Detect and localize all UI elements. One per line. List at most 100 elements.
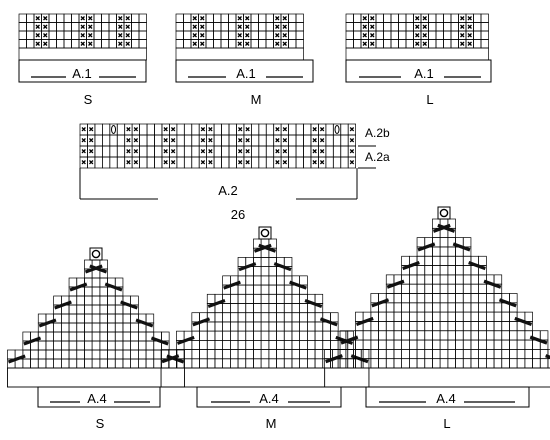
grid-cell <box>91 349 101 360</box>
grid-cell <box>265 123 275 136</box>
grid-cell <box>109 156 118 169</box>
grid-cell <box>283 312 293 323</box>
grid-cell <box>288 30 297 40</box>
grid-cell <box>99 322 108 333</box>
grid-cell <box>493 349 503 360</box>
grid-cell <box>183 349 193 360</box>
grid-cell <box>428 13 437 23</box>
grid-cell <box>299 275 308 286</box>
grid-cell <box>116 134 126 147</box>
grid-cell <box>68 313 78 324</box>
grid-cell <box>432 274 441 285</box>
grid-cell <box>91 358 101 369</box>
grid-cell <box>48 22 57 32</box>
grid-cell <box>393 321 403 332</box>
grid-cell <box>295 123 304 136</box>
grid-cell <box>251 156 260 169</box>
grid-cell <box>276 321 285 332</box>
grid-cell <box>439 274 449 285</box>
a4-label-s: A.4 <box>87 391 107 406</box>
grid-cell <box>251 145 260 158</box>
base-row <box>6 367 186 388</box>
grid-cell <box>509 330 518 341</box>
grid-cell <box>447 321 456 332</box>
grid-cell <box>253 284 262 295</box>
grid-cell <box>183 358 193 369</box>
grid-cell <box>183 39 192 49</box>
grid-cell <box>501 349 510 360</box>
grid-cell <box>60 331 70 342</box>
grid-cell <box>253 340 262 350</box>
grid-cell <box>424 283 433 294</box>
grid-cell <box>462 358 472 369</box>
decrease-symbol <box>23 336 42 346</box>
grid-cell <box>222 349 231 360</box>
grid-cell <box>409 283 418 294</box>
grid-cell <box>470 283 480 294</box>
grid-cell <box>213 145 222 158</box>
grid-cell <box>56 22 65 32</box>
grid-cell <box>76 331 85 342</box>
a1-label-m: A.1 <box>236 66 256 81</box>
grid-cell <box>108 13 117 23</box>
grid-cell <box>355 339 364 350</box>
grid-cell <box>101 30 110 40</box>
grid-cell <box>145 349 155 360</box>
grid-cell <box>283 340 293 350</box>
decrease-symbol <box>355 316 374 326</box>
grid-cell <box>478 321 487 332</box>
grid-cell <box>60 358 70 369</box>
grid-cell <box>493 311 503 322</box>
grid-cell <box>205 30 214 40</box>
grid-cell <box>176 330 185 341</box>
grid-cell <box>260 266 270 277</box>
grid-cell <box>99 331 108 342</box>
grid-cell <box>390 22 399 32</box>
grid-cell <box>385 339 395 350</box>
grid-cell <box>214 358 223 369</box>
grid-cell <box>539 330 549 341</box>
grid-cell <box>393 302 403 313</box>
grid-cell <box>303 123 312 136</box>
grid-cell <box>258 145 267 158</box>
grid-cell <box>462 237 472 248</box>
grid-cell <box>322 340 331 350</box>
grid-cell <box>253 266 262 277</box>
grid-cell <box>206 293 216 304</box>
grid-cell <box>470 330 480 341</box>
grid-cell <box>447 311 456 322</box>
grid-cell <box>107 340 116 351</box>
grid-cell <box>462 349 472 360</box>
grid-cell <box>409 349 418 360</box>
grid-cell <box>94 123 103 136</box>
grid-cell <box>486 311 495 322</box>
grid-cell <box>478 358 487 369</box>
grid-cell <box>265 134 275 147</box>
grid-cell <box>26 30 35 40</box>
grid-cell <box>63 30 72 40</box>
grid-cell <box>258 134 267 147</box>
grid-cell <box>114 331 124 342</box>
grid-cell <box>288 39 297 49</box>
grid-cell <box>48 30 57 40</box>
grid-cell <box>253 321 262 332</box>
grid-cell <box>199 358 208 369</box>
grid-cell <box>416 321 426 332</box>
grid-cell <box>455 255 464 266</box>
grid-cell <box>99 295 108 306</box>
a4-footer-box-s <box>37 386 161 408</box>
grid-cell <box>205 22 214 32</box>
grid-cell <box>206 349 216 360</box>
grid-cell <box>84 295 93 306</box>
stitch-count: 26 <box>231 207 245 222</box>
grid-cell <box>340 123 349 136</box>
grid-cell <box>299 340 308 350</box>
grid-cell <box>424 349 433 360</box>
grid-cell <box>470 349 480 360</box>
grid-cell <box>385 274 395 285</box>
grid-cell <box>191 156 200 169</box>
grid-cell <box>447 349 456 360</box>
grid-cell <box>221 145 230 158</box>
decrease-symbol <box>437 223 456 233</box>
grid-cell <box>370 330 379 341</box>
